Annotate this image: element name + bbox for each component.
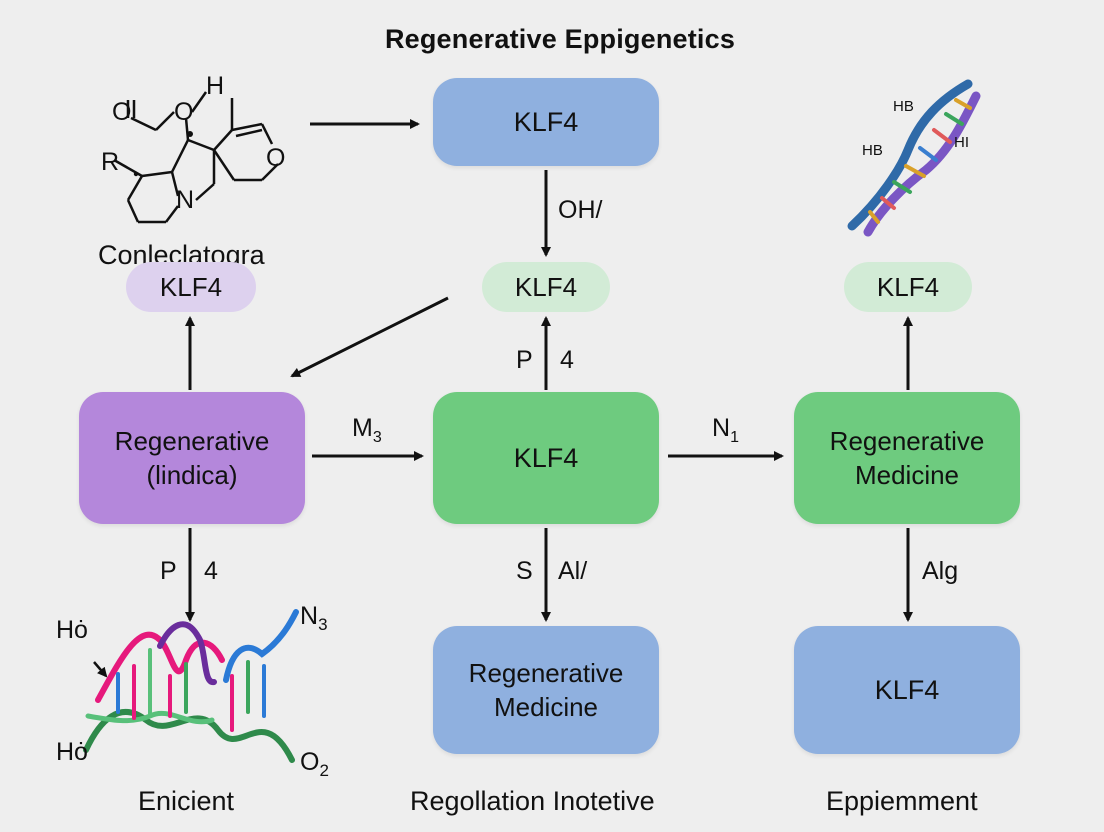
- dna-hb-label-1: HB: [893, 98, 914, 115]
- edge-label-alg: Alg: [922, 557, 959, 585]
- dna-ho-top-label: Hȯ: [56, 616, 88, 644]
- edge-label-m3: M3: [352, 414, 382, 446]
- caption-left: Enicient: [138, 786, 235, 816]
- edge-label-4-center: 4: [560, 346, 574, 374]
- dna-o2-label: O2: [300, 748, 329, 780]
- molecule-o-label: O: [112, 98, 132, 126]
- diagram-title: Regenerative Eppigenetics: [384, 24, 736, 54]
- edge-label-p-left: P: [160, 557, 177, 585]
- dna-ho-bottom-label: Hȯ: [56, 738, 88, 766]
- molecule-r-label: R: [101, 148, 120, 176]
- edge-label-al: Al/: [558, 557, 588, 585]
- molecule-structure: [113, 91, 279, 224]
- node-regenerative-lindica[interactable]: Regenerative(lindica): [79, 392, 305, 524]
- dna-hb-label-2: HB: [862, 142, 883, 159]
- molecule-ring-o-label: O: [266, 144, 286, 172]
- edge-label-p-center: P: [516, 346, 533, 374]
- node-klf4-center[interactable]: KLF4: [433, 392, 659, 524]
- caption-center: Regollation Inotetive: [410, 786, 655, 816]
- node-klf4-bottom-right[interactable]: KLF4: [794, 626, 1020, 754]
- molecule-o-label-2: O: [174, 98, 194, 126]
- molecule-h-label: H: [206, 72, 225, 100]
- edge-label-n1: N1: [712, 414, 739, 446]
- pill-klf4-right[interactable]: KLF4: [844, 262, 972, 312]
- node-klf4-top[interactable]: KLF4: [433, 78, 659, 166]
- pill-klf4-center[interactable]: KLF4: [482, 262, 610, 312]
- dna-helix-top: [847, 79, 981, 237]
- molecule-n-label: N: [176, 186, 195, 214]
- edge-label-s: S: [516, 557, 533, 585]
- edge-label-4-left: 4: [204, 557, 218, 585]
- arrow-midpill-to-left: [290, 296, 449, 378]
- pill-klf4-left[interactable]: KLF4: [126, 262, 256, 312]
- dna-hi-label: HI: [954, 134, 969, 151]
- caption-right: Eppiemment: [826, 786, 978, 816]
- dna-strands-bottom: [83, 609, 299, 763]
- edge-label-oh: OH/: [558, 196, 603, 224]
- dna-n3-label: N3: [300, 602, 328, 634]
